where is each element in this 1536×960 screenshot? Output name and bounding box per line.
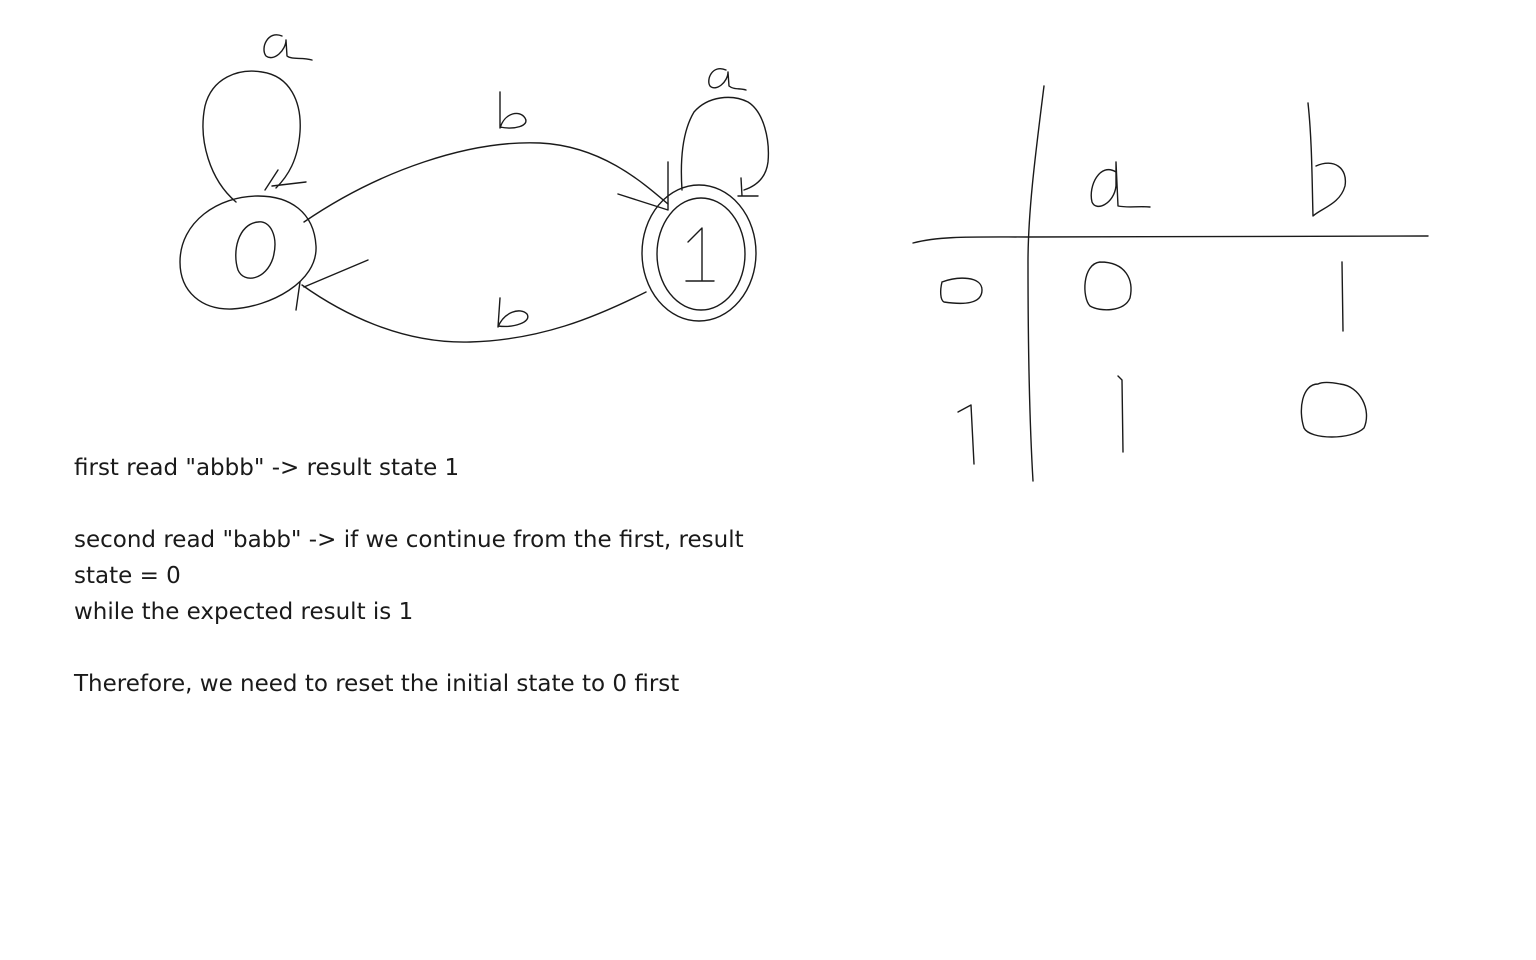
- self-loop-1-arrowhead: [737, 177, 759, 197]
- state-1-label: [685, 227, 715, 282]
- table-header-b: [1307, 102, 1347, 217]
- table-cell-1-a: [1117, 375, 1124, 453]
- notes-line-6: [74, 630, 834, 666]
- notes-line-3: second read "babb" -> if we continue fro…: [74, 527, 744, 553]
- self-loop-0-arrowhead: [264, 169, 307, 191]
- table-cell-0-b: [1341, 261, 1344, 332]
- state-0-label: [235, 221, 276, 279]
- table-cell-1-b: [1300, 381, 1368, 438]
- notes-line-5: while the expected result is 1: [74, 599, 414, 625]
- edge-1-to-0-label: [497, 297, 529, 328]
- notes-line-7: Therefore, we need to reset the initial …: [74, 671, 680, 697]
- transition-1-0: [295, 259, 647, 343]
- table-row-1-label: [957, 404, 975, 465]
- edge-1-to-0-arrowhead: [295, 259, 369, 311]
- table-row-0-label: [939, 277, 983, 305]
- table-horizontal-divider: [912, 235, 1429, 244]
- edge-1-to-0: [301, 284, 647, 343]
- explanation-notes: first read "abbb" -> result state 1 seco…: [74, 450, 834, 702]
- edge-0-to-1-label: [499, 91, 527, 129]
- state-1: [641, 184, 757, 322]
- notes-line-4: state = 0: [74, 563, 181, 589]
- transition-1-1: [680, 68, 770, 197]
- state-diagram: [179, 34, 770, 343]
- edge-0-to-1: [303, 142, 669, 223]
- edge-0-to-1-arrowhead: [617, 161, 669, 211]
- notes-line-1: first read "abbb" -> result state 1: [74, 455, 460, 481]
- state-1-inner-circle: [656, 197, 746, 311]
- table-vertical-divider: [1027, 85, 1045, 482]
- transition-0-1: [303, 91, 669, 223]
- state-0-circle: [179, 195, 317, 310]
- self-loop-0-edge: [202, 70, 301, 203]
- self-loop-0-label: [263, 34, 313, 61]
- table-header-a: [1090, 161, 1151, 208]
- self-loop-1-label: [708, 68, 747, 91]
- transition-0-0: [202, 34, 313, 203]
- table-cell-0-a: [1084, 261, 1132, 311]
- transition-table: [912, 85, 1429, 482]
- notes-line-2: [74, 486, 834, 522]
- state-1-outer-circle: [641, 184, 757, 322]
- state-0: [179, 195, 317, 310]
- self-loop-1-edge: [680, 96, 770, 191]
